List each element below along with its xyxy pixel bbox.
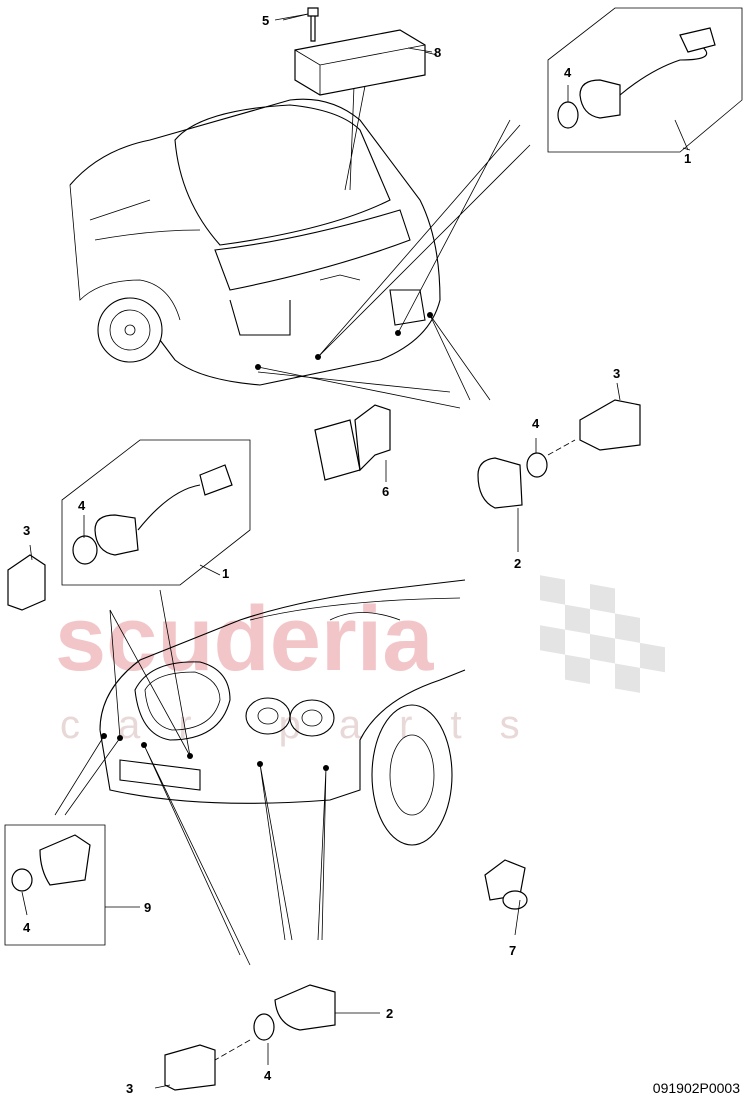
sensor-harness-top — [547, 7, 743, 153]
sensor-harness-left — [61, 439, 251, 586]
callout-3: 3 — [613, 366, 620, 381]
callout-4: 4 — [78, 498, 86, 513]
drawing-code: 091902P0003 — [652, 1080, 740, 1096]
callout-numbers: 5 8 4 1 3 4 6 2 4 3 1 9 4 7 2 3 4 — [23, 13, 691, 1096]
callout-1: 1 — [222, 566, 229, 581]
callout-8: 8 — [434, 45, 441, 60]
callout-4: 4 — [23, 920, 31, 935]
watermark-brand: scuderia — [55, 588, 434, 690]
watermark-tagline: car parts — [60, 703, 558, 747]
watermark: scuderia car parts — [55, 575, 665, 747]
leader-lines — [21, 13, 691, 1089]
callout-3: 3 — [126, 1081, 133, 1096]
callout-2: 2 — [514, 556, 521, 571]
callout-4: 4 — [532, 416, 540, 431]
callout-6: 6 — [382, 484, 389, 499]
callout-3: 3 — [23, 523, 30, 538]
callout-1: 1 — [684, 151, 691, 166]
sensor-part-2-right — [477, 399, 641, 509]
checkered-flag-icon — [540, 575, 665, 693]
sensor-kit-9 — [4, 824, 106, 946]
rear-car-illustration — [69, 59, 531, 409]
callout-2: 2 — [386, 1006, 393, 1021]
callout-5: 5 — [262, 13, 269, 28]
control-unit-part — [282, 7, 433, 96]
callout-9: 9 — [144, 900, 151, 915]
bracket-part-6 — [314, 404, 391, 481]
callout-7: 7 — [509, 943, 516, 958]
holder-part-7 — [484, 859, 528, 910]
callout-4: 4 — [564, 65, 572, 80]
callout-4: 4 — [264, 1068, 272, 1083]
mount-part-3-left — [7, 554, 46, 611]
front-car-illustration — [54, 579, 466, 966]
sensor-assembly-bottom — [164, 984, 336, 1091]
